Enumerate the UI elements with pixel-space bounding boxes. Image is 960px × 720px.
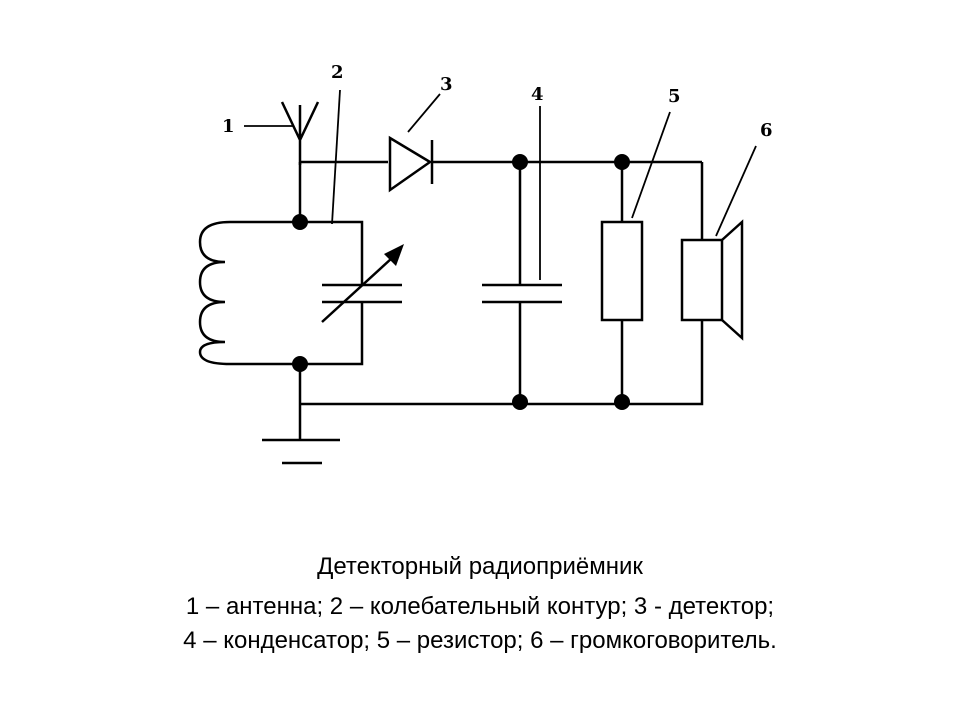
caption-line-2: 4 – конденсатор; 5 – резистор; 6 – громк…	[183, 627, 777, 654]
antenna-symbol	[280, 101, 320, 165]
ground-symbol	[262, 364, 340, 465]
label-antenna: 1	[222, 116, 235, 137]
label-detector: 3	[440, 74, 453, 95]
variable-capacitor-symbol	[300, 220, 404, 366]
label-capacitor: 4	[531, 84, 544, 105]
label-speaker: 6	[760, 120, 773, 141]
leader-lines	[244, 89, 757, 280]
bottom-wire	[300, 320, 704, 406]
coil-symbol	[198, 220, 300, 366]
capacitor-symbol	[482, 162, 562, 404]
speaker-symbol	[680, 162, 744, 341]
caption-title: Детекторный радиоприёмник	[317, 553, 643, 580]
resistor-symbol	[600, 162, 644, 404]
label-circuit: 2	[331, 62, 344, 83]
junction-dots	[292, 154, 630, 410]
caption-line-1: 1 – антенна; 2 – колебательный контур; 3…	[185, 593, 775, 620]
label-resistor: 5	[668, 86, 681, 107]
diode-symbol	[388, 135, 434, 193]
